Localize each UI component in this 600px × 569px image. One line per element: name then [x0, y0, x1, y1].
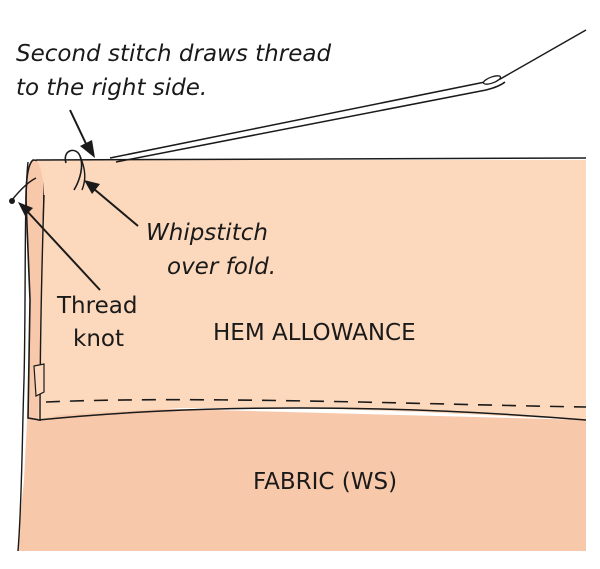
fold-notch — [33, 363, 45, 397]
hem-raw-edge — [37, 407, 587, 421]
stitch-line-dashed — [45, 398, 587, 408]
thread-loop-icon — [64, 149, 86, 191]
fabric-label: FABRIC (WS) — [253, 469, 397, 495]
thread-knot-label-line1: Thread — [56, 293, 137, 319]
whipstitch-label-line1: Whipstitch — [146, 220, 268, 246]
fabric-panel — [18, 405, 586, 551]
second-stitch-label-line1: Second stitch draws thread — [16, 41, 331, 67]
thread-knot-label-line2: knot — [73, 326, 124, 352]
whipstitch-arrow — [84, 180, 139, 227]
needle-icon — [109, 29, 587, 163]
hem-top-edge — [35, 157, 587, 161]
thread-knot-arrow — [18, 202, 101, 291]
whipstitch-label-line2: over fold. — [167, 254, 276, 280]
hem-allowance-panel — [36, 160, 586, 420]
thread-knot-icon — [9, 177, 37, 204]
second-stitch-label-line2: to the right side. — [16, 75, 207, 101]
second-stitch-arrow — [69, 109, 95, 158]
hem-allowance-label: HEM ALLOWANCE — [213, 320, 416, 346]
